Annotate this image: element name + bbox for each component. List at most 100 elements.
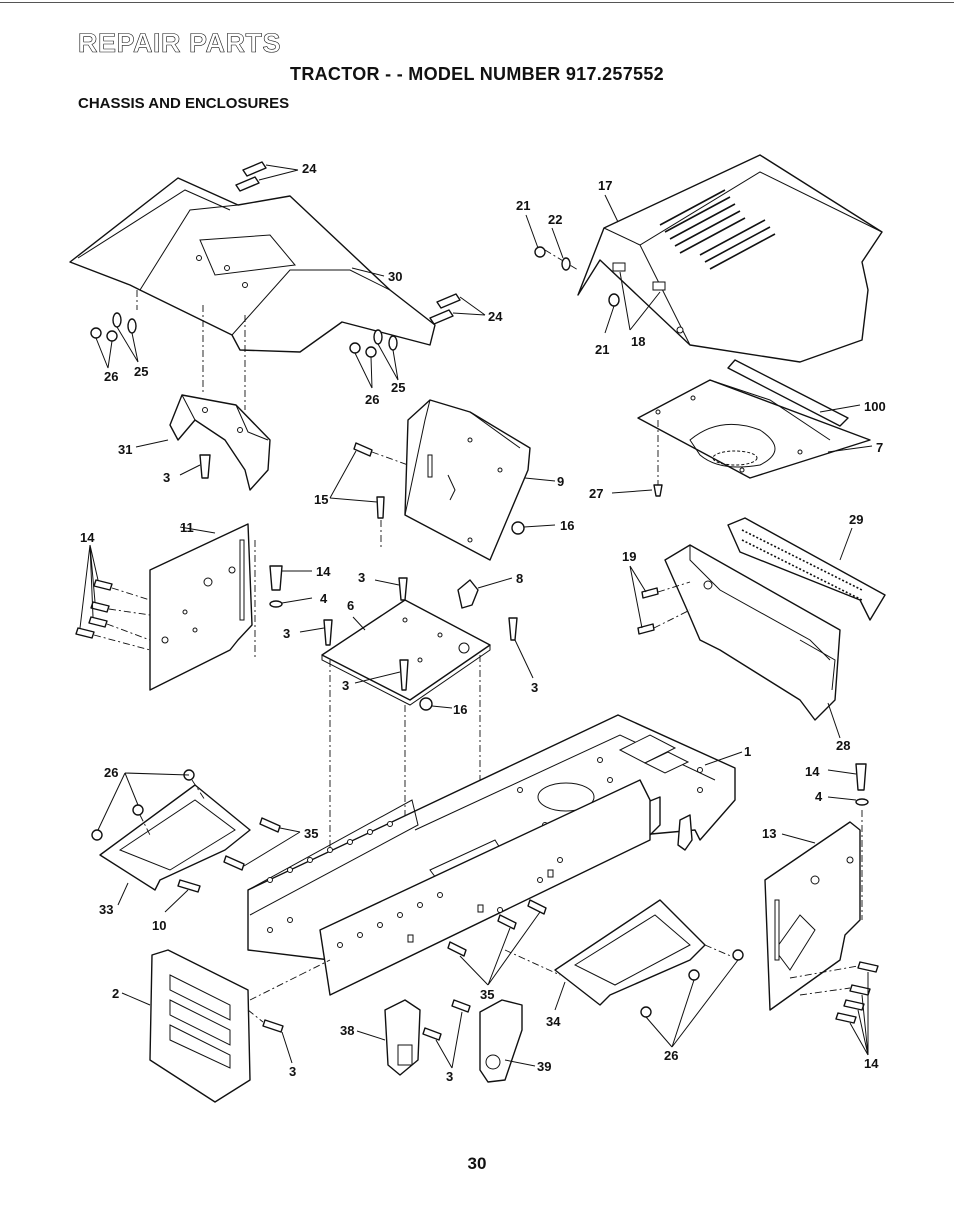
callout-29: 29 xyxy=(849,512,863,527)
model-subtitle: TRACTOR - - MODEL NUMBER 917.257552 xyxy=(290,64,664,84)
callout-14-right-bottom: 14 xyxy=(864,1056,879,1071)
callout-3-f: 3 xyxy=(289,1064,296,1079)
callout-38: 38 xyxy=(340,1023,354,1038)
callout-3-b: 3 xyxy=(358,570,365,585)
bolt-14-washer-4-right xyxy=(827,763,869,806)
callout-9: 9 xyxy=(557,474,564,489)
part-9-dash-panel xyxy=(404,399,556,561)
nuts-26-left xyxy=(91,769,206,841)
callout-26-right: 26 xyxy=(365,392,379,407)
part-34-footrest-right xyxy=(504,899,741,1011)
callout-100: 100 xyxy=(864,399,886,414)
part-17-hood xyxy=(544,154,883,363)
callout-13: 13 xyxy=(762,826,776,841)
callout-21-top: 21 xyxy=(516,198,530,213)
callout-16-a: 16 xyxy=(560,518,574,533)
callout-15: 15 xyxy=(314,492,328,507)
callout-3-g: 3 xyxy=(446,1069,453,1084)
callout-3-e: 3 xyxy=(342,678,349,693)
callout-labels: 24 30 24 26 25 26 25 17 21 22 21 18 100 … xyxy=(80,161,886,1084)
nut-16-a xyxy=(511,521,556,535)
callout-18: 18 xyxy=(631,334,645,349)
callout-26-d: 26 xyxy=(664,1048,678,1063)
callout-14-right-top: 14 xyxy=(805,764,820,779)
callout-7: 7 xyxy=(876,440,883,455)
nut-16-b xyxy=(419,697,453,711)
callout-25-left: 25 xyxy=(134,364,148,379)
callout-26-c: 26 xyxy=(104,765,118,780)
screw-10 xyxy=(164,879,201,913)
callout-25-right: 25 xyxy=(391,380,405,395)
screw-3-a xyxy=(179,454,211,479)
callout-14-mid: 14 xyxy=(316,564,331,579)
part-39-bracket xyxy=(479,999,536,1083)
frame-side-rail xyxy=(319,779,651,996)
screws-3-lower xyxy=(422,999,471,1069)
section-heading: CHASSIS AND ENCLOSURES xyxy=(78,95,290,112)
callout-39: 39 xyxy=(537,1059,551,1074)
part-11-side-plate xyxy=(149,523,256,691)
fasteners-25-26-left xyxy=(90,290,139,369)
callout-33: 33 xyxy=(99,902,113,917)
screws-3-plate xyxy=(299,577,534,691)
bolts-14-left xyxy=(75,544,151,651)
page-title: REPAIR PARTS xyxy=(78,28,282,59)
bolt-14-washer-4 xyxy=(269,565,313,608)
callout-11: 11 xyxy=(180,520,194,535)
screw-3-front xyxy=(247,1009,293,1064)
part-8-clip xyxy=(457,577,513,609)
nuts-26-right xyxy=(640,949,744,1048)
callout-26-left: 26 xyxy=(104,369,118,384)
callout-6: 6 xyxy=(347,598,354,613)
callout-24-right: 24 xyxy=(488,309,503,324)
part-31-bracket xyxy=(135,305,271,491)
page-number: 30 xyxy=(467,1154,487,1173)
part-6-plate xyxy=(321,599,491,900)
part-2-front-plate xyxy=(121,949,331,1103)
callout-27: 27 xyxy=(589,486,603,501)
callout-19: 19 xyxy=(622,549,636,564)
callout-3-a: 3 xyxy=(163,470,170,485)
screw-27 xyxy=(611,420,663,497)
callout-22: 22 xyxy=(548,212,562,227)
callout-31: 31 xyxy=(118,442,132,457)
hood-vents xyxy=(659,189,776,270)
bolts-14-right xyxy=(789,961,879,1056)
part-100-strip xyxy=(727,359,861,427)
callout-8: 8 xyxy=(516,571,523,586)
callout-21-bottom: 21 xyxy=(595,342,609,357)
part-38-bracket xyxy=(356,999,421,1076)
top-rule xyxy=(0,2,954,3)
callout-16-b: 16 xyxy=(453,702,467,717)
callout-34: 34 xyxy=(546,1014,561,1029)
callout-3-c: 3 xyxy=(283,626,290,641)
screws-35-center xyxy=(447,899,547,986)
part-28-dash-cover xyxy=(664,544,841,739)
callout-1: 1 xyxy=(744,744,751,759)
screws-19 xyxy=(629,565,691,635)
part-13-side-plate-right xyxy=(764,810,863,1011)
callout-10: 10 xyxy=(152,918,166,933)
part-29-grille xyxy=(727,517,886,621)
screw-24-right xyxy=(429,293,486,325)
callout-2: 2 xyxy=(112,986,119,1001)
screw-24-top xyxy=(235,161,299,192)
callout-35-left: 35 xyxy=(304,826,318,841)
callout-35-center: 35 xyxy=(480,987,494,1002)
screws-35-left xyxy=(223,817,301,871)
callout-28: 28 xyxy=(836,738,850,753)
callout-4-right: 4 xyxy=(815,789,823,804)
callout-17: 17 xyxy=(598,178,612,193)
callout-30: 30 xyxy=(388,269,402,284)
callout-3-d: 3 xyxy=(531,680,538,695)
part-7-plate xyxy=(637,379,873,479)
callout-14-left: 14 xyxy=(80,530,95,545)
fasteners-21-22 xyxy=(525,214,661,334)
part-30-fender xyxy=(69,177,436,353)
fasteners-25-26-right xyxy=(349,329,399,389)
part-33-footrest-left xyxy=(99,784,251,906)
callout-4-mid: 4 xyxy=(320,591,328,606)
callout-24-top: 24 xyxy=(302,161,317,176)
screws-15 xyxy=(329,442,409,548)
